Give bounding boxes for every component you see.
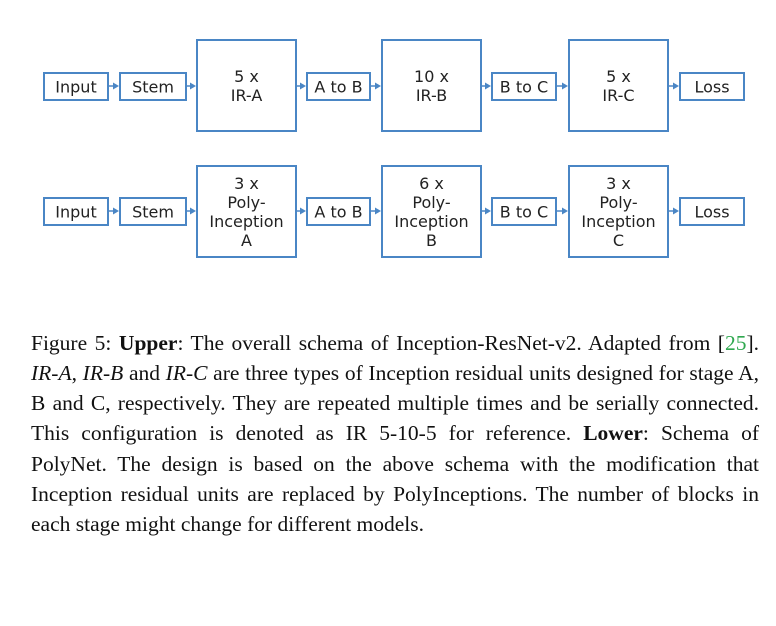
caption-lower-text: : Schema of PolyNet. The design is based… — [31, 421, 759, 537]
figure-caption: Figure 5: Upper: The overall schema of I… — [31, 328, 759, 540]
figure-label: Figure 5: — [31, 330, 112, 355]
svg-text:B to C: B to C — [500, 78, 548, 97]
upper-arrow-7 — [669, 82, 679, 90]
lower-arrow-2 — [187, 207, 196, 215]
lower-arrow-3 — [297, 207, 306, 215]
upper-title: Upper — [118, 330, 178, 355]
svg-text:B to C: B to C — [500, 203, 548, 222]
upper-arrow-5 — [482, 82, 491, 90]
lower-b-to-c-block: B to C — [491, 197, 557, 226]
upper-input-block: Input — [43, 72, 109, 101]
caption-upper-text-2: ]. — [746, 330, 760, 355]
lower-stem-block: Stem — [119, 197, 187, 226]
upper-arrow-1 — [109, 82, 119, 90]
caption-separator-1: , — [71, 360, 83, 385]
svg-text:Loss: Loss — [694, 203, 729, 222]
caption-separator-2: and — [123, 360, 166, 385]
lower-arrow-1 — [109, 207, 119, 215]
caption-upper-text-1: : The overall schema of Inception-ResNet… — [177, 330, 725, 355]
upper-stem-block: Stem — [119, 72, 187, 101]
lower-a-to-b-block: A to B — [306, 197, 371, 226]
lower-loss-block: Loss — [679, 197, 745, 226]
ir-b-term: IR-B — [82, 360, 124, 385]
svg-text:Loss: Loss — [694, 78, 729, 97]
lower-arrow-7 — [669, 207, 679, 215]
upper-b-to-c-block: B to C — [491, 72, 557, 101]
upper-loss-block: Loss — [679, 72, 745, 101]
lower-input-block: Input — [43, 197, 109, 226]
caption-upper-text-3: are three types of Inception residual un… — [31, 360, 759, 446]
svg-text:Stem: Stem — [132, 78, 174, 97]
upper-arrow-2 — [187, 82, 196, 90]
ir-a-term: IR-A — [31, 360, 72, 385]
upper-a-to-b-block: A to B — [306, 72, 371, 101]
svg-text:Stem: Stem — [132, 203, 174, 222]
svg-text:10 xIR-B: 10 xIR-B — [414, 67, 449, 105]
lower-arrow-5 — [482, 207, 491, 215]
upper-arrow-4 — [371, 82, 381, 90]
lower-arrow-4 — [371, 207, 381, 215]
svg-text:5 xIR-C: 5 xIR-C — [602, 67, 634, 105]
lower-arrow-6 — [557, 207, 568, 215]
svg-text:5 xIR-A: 5 xIR-A — [231, 67, 263, 105]
svg-text:A to B: A to B — [314, 203, 362, 222]
upper-arrow-6 — [557, 82, 568, 90]
svg-text:Input: Input — [55, 78, 96, 97]
svg-text:A to B: A to B — [314, 78, 362, 97]
svg-text:Input: Input — [55, 203, 96, 222]
citation-link[interactable]: 25 — [724, 330, 747, 355]
upper-arrow-3 — [297, 82, 306, 90]
ir-c-term: IR-C — [165, 360, 208, 385]
lower-title: Lower — [583, 421, 643, 446]
connector-arrows — [109, 82, 679, 215]
